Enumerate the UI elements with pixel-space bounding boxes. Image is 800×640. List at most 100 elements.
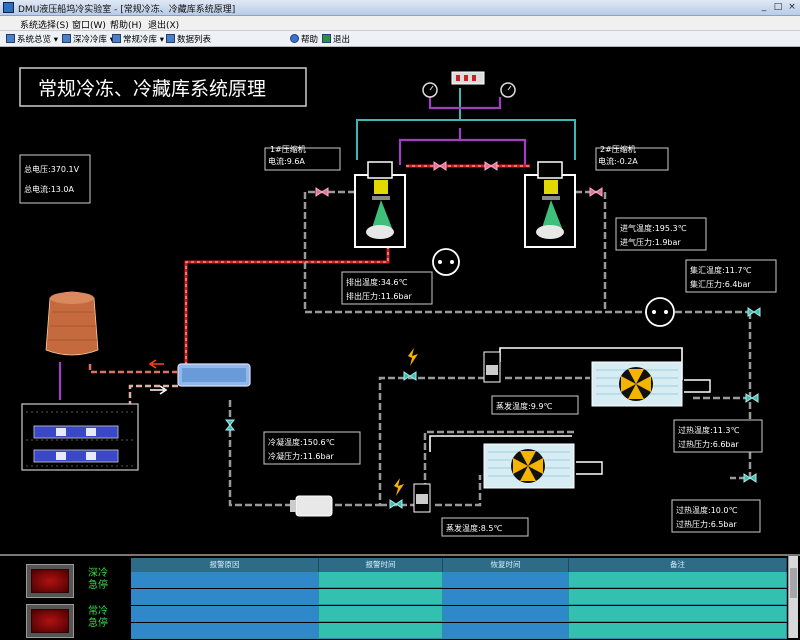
compressor-2-icon bbox=[524, 161, 576, 248]
cyan-pipes bbox=[356, 88, 576, 160]
evaporator-1-icon bbox=[591, 361, 711, 407]
menu-bar: 系统选择(S) 窗口(W) 帮助(H) 退出(X) bbox=[0, 16, 800, 31]
inflow-arrow-icon bbox=[150, 385, 168, 395]
system-diagram: 常规冷冻、冷藏库系统原理 总电压:370.1V 总电流:13.0A bbox=[0, 47, 800, 554]
gauge-left-icon bbox=[422, 82, 438, 98]
condensing-readout: 冷凝温度:150.6℃ 冷凝压力:11.6bar bbox=[263, 431, 361, 465]
solenoid-1-icon bbox=[408, 348, 418, 366]
diagram-heading: 常规冷冻、冷藏库系统原理 bbox=[38, 78, 266, 100]
app-icon bbox=[3, 2, 14, 13]
compressor-2-name: 2#压缩机 bbox=[600, 144, 636, 154]
deepfreeze-estop-button[interactable] bbox=[26, 564, 74, 598]
table-cell bbox=[131, 623, 319, 639]
menu-exit[interactable]: 退出(X) bbox=[148, 21, 180, 31]
toolbar-overview-button[interactable]: 系统总览 ▾ bbox=[6, 33, 58, 45]
evaporator-2-readout: 蒸发温度:8.5℃ bbox=[441, 517, 529, 537]
evaporator-1-readout: 蒸发温度:9.9℃ bbox=[491, 395, 579, 415]
table-cell bbox=[443, 606, 569, 622]
diagram-heading-box bbox=[19, 67, 307, 107]
solenoid-2-icon bbox=[394, 478, 404, 496]
table-cell bbox=[569, 589, 787, 605]
compressor-2-current: 电流:-0.2A bbox=[598, 156, 638, 166]
table-cell bbox=[569, 623, 787, 639]
toolbar-datalist-button[interactable]: 数据列表 bbox=[166, 33, 211, 45]
inlet-readout: 进气温度:195.3℃ 进气压力:1.9bar bbox=[615, 217, 707, 251]
superheat-2-pressure: 过热压力:6.5bar bbox=[676, 519, 737, 529]
table-cell bbox=[131, 589, 319, 605]
evaporator-1-temp: 蒸发温度:9.9℃ bbox=[496, 401, 552, 411]
superheat-2-temp: 过热温度:10.0℃ bbox=[676, 505, 738, 515]
discharge-pressure: 排出压力:11.6bar bbox=[346, 291, 412, 301]
green-valve-icon bbox=[224, 307, 761, 509]
alarm-reason-header: 报警原因 bbox=[131, 558, 319, 572]
menu-help[interactable]: 帮助(H) bbox=[110, 21, 142, 31]
table-cell bbox=[319, 623, 443, 639]
evaporator-2-temp: 蒸发温度:8.5℃ bbox=[446, 523, 502, 533]
condenser-icon bbox=[177, 363, 251, 387]
alarm-table: 报警原因 报警时间 恢复时间 备注 bbox=[131, 558, 795, 640]
coldstore-icon bbox=[112, 34, 121, 43]
compressor-1-icon bbox=[354, 161, 406, 248]
deepfreeze-icon bbox=[62, 34, 71, 43]
table-cell bbox=[443, 572, 569, 588]
collector-temp: 集汇温度:11.7℃ bbox=[690, 265, 752, 275]
discharge-readout: 排出温度:34.6℃ 排出压力:11.6bar bbox=[341, 271, 433, 305]
alarm-table-scrollbar[interactable] bbox=[788, 556, 798, 638]
cooling-tower-icon bbox=[45, 291, 99, 356]
collector-pressure: 集汇压力:6.4bar bbox=[690, 279, 751, 289]
compressor-2-readout: 2#压缩机 电流:-0.2A bbox=[595, 144, 669, 171]
collector-pump-icon bbox=[645, 297, 675, 327]
compressor-1-current: 电流:9.6A bbox=[268, 156, 305, 166]
menu-system-select[interactable]: 系统选择(S) bbox=[20, 21, 69, 31]
toolbar-coldstore-button[interactable]: 常规冷库 ▾ bbox=[112, 33, 164, 45]
coldstore-estop-label: 常冷急停 bbox=[88, 606, 108, 629]
table-cell bbox=[131, 606, 319, 622]
help-icon bbox=[290, 34, 299, 43]
window-title: DMU液压船坞冷实验室 - [常规冷冻、冷藏库系统原理] bbox=[18, 5, 236, 15]
table-cell bbox=[569, 606, 787, 622]
total-voltage: 总电压:370.1V bbox=[24, 164, 80, 174]
inlet-temp: 进气温度:195.3℃ bbox=[620, 223, 687, 233]
expansion-valve-1-icon bbox=[483, 351, 501, 383]
exit-icon bbox=[322, 34, 331, 43]
toolbar-deepfreeze-button[interactable]: 深冷冷库 ▾ bbox=[62, 33, 114, 45]
total-current: 总电流:13.0A bbox=[24, 184, 75, 194]
table-cell bbox=[319, 572, 443, 588]
condensing-temp: 冷凝温度:150.6℃ bbox=[268, 437, 335, 447]
table-cell bbox=[443, 589, 569, 605]
pump-icon bbox=[432, 248, 460, 276]
alarm-time-header: 报警时间 bbox=[319, 558, 443, 572]
estop-lamp-icon bbox=[31, 609, 69, 633]
deepfreeze-estop-label: 深冷急停 bbox=[88, 568, 108, 591]
expansion-valve-2-icon bbox=[413, 483, 431, 513]
maximize-button[interactable]: □ bbox=[773, 2, 783, 12]
coldstore-estop-button[interactable] bbox=[26, 604, 74, 638]
discharge-temp: 排出温度:34.6℃ bbox=[346, 277, 408, 287]
remarks-header: 备注 bbox=[569, 558, 787, 572]
title-bar: DMU液压船坞冷实验室 - [常规冷冻、冷藏库系统原理] _ □ × bbox=[0, 0, 800, 16]
close-button[interactable]: × bbox=[788, 2, 796, 12]
inlet-pressure: 进气压力:1.9bar bbox=[620, 237, 681, 247]
superheat-1-temp: 过热温度:11.3℃ bbox=[678, 425, 740, 435]
compressor-1-readout: 1#压缩机 电流:9.6A bbox=[264, 144, 341, 171]
minimize-button[interactable]: _ bbox=[761, 2, 767, 12]
condensing-pressure: 冷凝压力:11.6bar bbox=[268, 451, 334, 461]
valve-icon bbox=[315, 161, 603, 197]
table-cell bbox=[319, 606, 443, 622]
table-cell bbox=[443, 623, 569, 639]
toolbar: 系统总览 ▾ 深冷冷库 ▾ 常规冷库 ▾ 数据列表 帮助 退出 bbox=[0, 31, 800, 47]
toolbar-exit-button[interactable]: 退出 bbox=[322, 33, 350, 45]
table-cell bbox=[319, 589, 443, 605]
collector-readout: 集汇温度:11.7℃ 集汇压力:6.4bar bbox=[685, 259, 777, 293]
compressor-1-name: 1#压缩机 bbox=[270, 144, 306, 154]
estop-lamp-icon bbox=[31, 569, 69, 593]
superheat-1-readout: 过热温度:11.3℃ 过热压力:6.6bar bbox=[673, 419, 763, 453]
superheat-1-pressure: 过热压力:6.6bar bbox=[678, 439, 739, 449]
overview-icon bbox=[6, 34, 15, 43]
menu-window[interactable]: 窗口(W) bbox=[72, 21, 106, 31]
toolbar-help-button[interactable]: 帮助 bbox=[290, 33, 318, 45]
datalist-icon bbox=[166, 34, 175, 43]
recovery-time-header: 恢复时间 bbox=[443, 558, 569, 572]
table-cell bbox=[131, 572, 319, 588]
water-tank-icon bbox=[21, 403, 139, 471]
